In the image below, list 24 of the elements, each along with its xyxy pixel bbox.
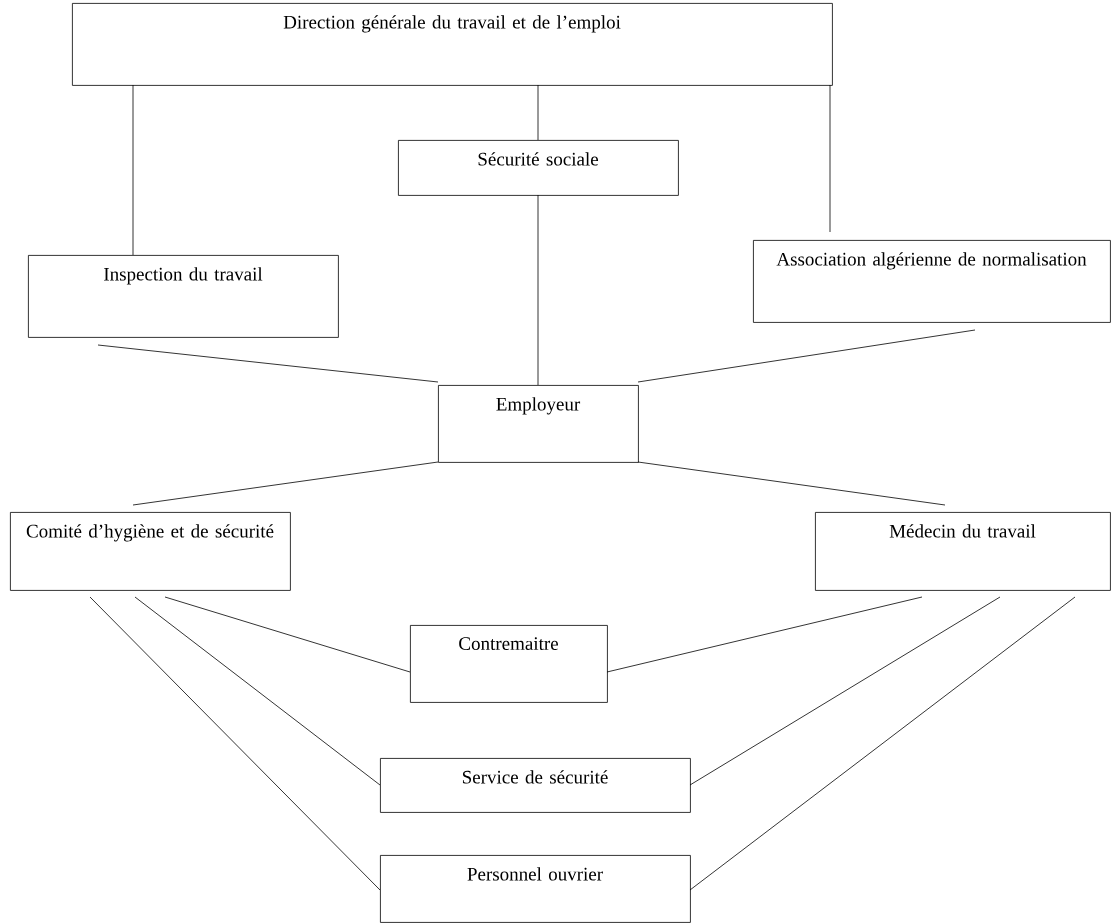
org-box: Employeur xyxy=(438,385,639,463)
connector-line xyxy=(829,84,831,233)
org-box: Personnel ouvrier xyxy=(380,855,691,923)
org-box: Direction générale du travail et de l’emploi xyxy=(72,3,833,86)
org-box: Comité d’hygiène et de sécurité xyxy=(10,512,291,591)
org-box: Inspection du travail xyxy=(28,255,339,338)
org-box: Sécurité sociale xyxy=(398,140,679,196)
org-box: Service de sécurité xyxy=(380,758,691,813)
org-box: Association algérienne de normalisation xyxy=(753,240,1111,323)
connector-line xyxy=(537,194,539,386)
connector-line xyxy=(537,84,539,141)
connector-line xyxy=(132,84,134,256)
connector-line xyxy=(97,344,439,383)
connector-line xyxy=(637,329,976,383)
connector-line xyxy=(134,596,381,786)
connector-line xyxy=(689,596,1076,891)
connector-line xyxy=(689,596,1001,786)
connector-line xyxy=(637,461,946,506)
connector-line xyxy=(132,461,439,506)
org-box: Contremaitre xyxy=(410,625,608,703)
connector-line xyxy=(89,596,381,891)
connector-line xyxy=(164,596,411,673)
org-box: Médecin du travail xyxy=(815,512,1111,591)
connector-line xyxy=(606,596,923,673)
